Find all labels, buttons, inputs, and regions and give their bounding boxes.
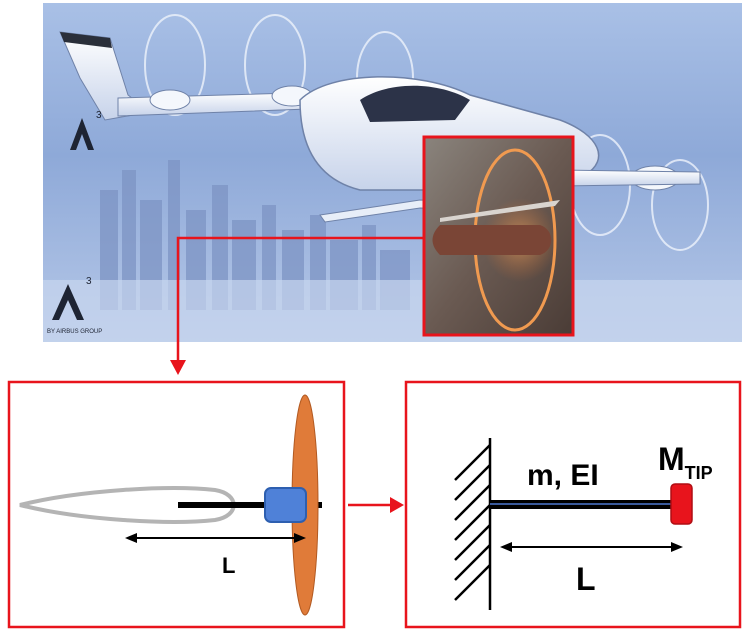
right-panel: m, EI MTIP L — [404, 380, 742, 629]
tip-mass-label: MTIP — [658, 441, 713, 483]
logo-top: 3 — [70, 110, 102, 150]
beam-properties-label: m, EI — [527, 459, 599, 492]
rear-nacelle-left — [149, 89, 191, 111]
logo-bottom: 3 BY AIRBUS GROUP — [47, 276, 102, 335]
length-label-left: L — [222, 553, 235, 578]
aircraft-illustration: 3 3 BY AIRBUS GROUP — [43, 3, 742, 342]
connector-left-to-right — [348, 497, 404, 513]
svg-text:3: 3 — [96, 110, 102, 121]
left-panel: L — [7, 380, 346, 629]
wall-hatching — [454, 444, 491, 601]
zoom-inset — [422, 135, 575, 337]
svg-text:3: 3 — [86, 276, 92, 287]
tip-mass — [670, 483, 693, 525]
connector-zoom-to-left — [176, 236, 424, 362]
cockpit-canopy — [360, 85, 470, 122]
motor-block — [264, 487, 307, 523]
connector-arrowhead-down — [170, 360, 186, 375]
svg-text:BY AIRBUS GROUP: BY AIRBUS GROUP — [47, 329, 102, 335]
zoom-highlight-box — [422, 135, 575, 337]
length-label-right: L — [576, 561, 596, 597]
